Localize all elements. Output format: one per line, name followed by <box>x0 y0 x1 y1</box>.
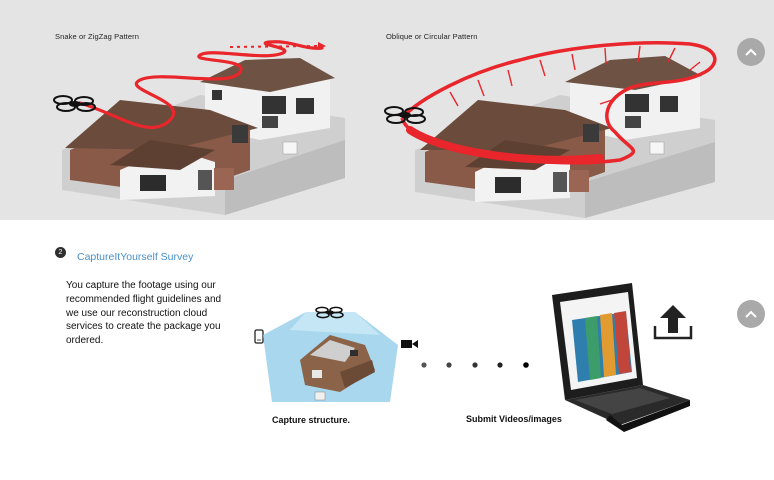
phone-icon <box>254 329 264 344</box>
snake-pattern-illustration <box>53 40 345 215</box>
window <box>140 175 166 191</box>
drone-icon <box>384 106 426 124</box>
drone-icon <box>53 95 96 112</box>
laptop-icon <box>552 283 690 432</box>
house-main-roof <box>420 100 612 150</box>
chevron-up-icon <box>745 48 757 56</box>
house-back-roof <box>200 58 335 92</box>
circular-pattern-label: Oblique or Circular Pattern <box>386 32 478 41</box>
video-camera-icon <box>401 340 418 348</box>
survey-description: You capture the footage using our recomm… <box>66 280 222 347</box>
window <box>212 90 222 100</box>
progress-dots <box>421 362 529 368</box>
scroll-up-button[interactable] <box>737 38 765 66</box>
step-number-badge: 2 <box>55 247 66 258</box>
circular-pattern-illustration <box>384 41 717 218</box>
survey-title: CaptureItYourself Survey <box>77 251 194 263</box>
window <box>583 124 599 142</box>
snake-flight-path <box>78 40 324 130</box>
window <box>296 98 314 114</box>
window <box>625 116 641 128</box>
window <box>232 125 248 143</box>
upload-icon <box>653 305 693 340</box>
window <box>495 177 521 193</box>
submit-caption: Submit Videos/images <box>466 414 562 424</box>
camera-direction-arrows <box>449 45 701 107</box>
drone-icon <box>315 306 344 319</box>
window <box>660 96 678 112</box>
window <box>262 96 286 114</box>
capture-caption: Capture structure. <box>272 415 351 425</box>
chevron-up-icon <box>745 310 757 318</box>
path-arrow-icon <box>318 42 326 50</box>
scroll-up-button-lower[interactable] <box>737 300 765 328</box>
door <box>553 172 567 192</box>
snake-pattern-label: Snake or ZigZag Pattern <box>55 32 140 41</box>
door <box>198 170 212 190</box>
house-model-icon <box>300 335 375 401</box>
window <box>262 116 278 128</box>
window <box>625 94 649 112</box>
